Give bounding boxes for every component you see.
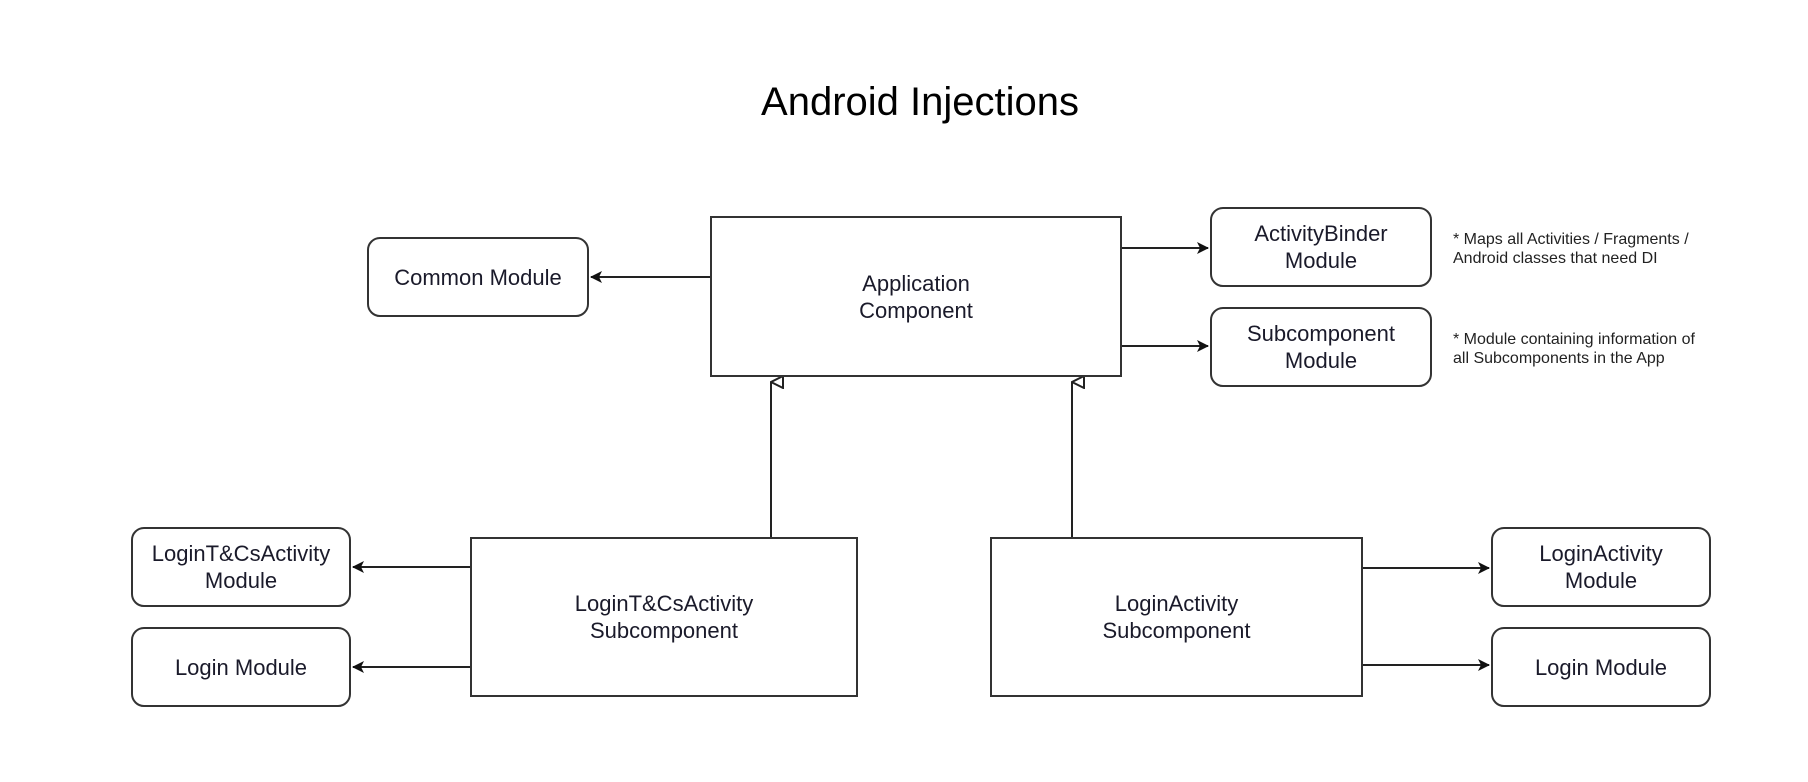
logintcs-subcomponent-label: LoginT&CsActivity Subcomponent	[574, 591, 754, 643]
activitybinder-note: * Maps all Activities / Fragments / Andr…	[1453, 231, 1689, 267]
common-module[interactable]: Common Module	[367, 237, 589, 317]
login-module-right-label: Login Module	[1534, 654, 1668, 680]
activitybinder-module-label: ActivityBinder Module	[1254, 221, 1388, 273]
loginactivity-subcomponent[interactable]: LoginActivity Subcomponent	[990, 537, 1363, 697]
activitybinder-module[interactable]: ActivityBinder Module	[1210, 207, 1432, 287]
logintcs-activity-module[interactable]: LoginT&CsActivity Module	[131, 527, 351, 607]
subcomponent-module-label: Subcomponent Module	[1247, 321, 1395, 373]
common-module-label: Common Module	[394, 264, 562, 290]
login-module-left-label: Login Module	[174, 654, 308, 680]
login-module-right[interactable]: Login Module	[1491, 627, 1711, 707]
logintcs-activity-module-label: LoginT&CsActivity Module	[151, 541, 331, 593]
subcomponent-note: * Module containing information of all S…	[1453, 331, 1695, 367]
loginactivity-module-label: LoginActivity Module	[1539, 541, 1663, 593]
loginactivity-module[interactable]: LoginActivity Module	[1491, 527, 1711, 607]
application-component[interactable]: Application Component	[710, 216, 1122, 377]
diagram-title: Android Injections	[761, 80, 1079, 124]
subcomponent-module[interactable]: Subcomponent Module	[1210, 307, 1432, 387]
application-component-label: Application Component	[859, 270, 973, 323]
login-module-left[interactable]: Login Module	[131, 627, 351, 707]
loginactivity-subcomponent-label: LoginActivity Subcomponent	[1102, 591, 1251, 643]
logintcs-subcomponent[interactable]: LoginT&CsActivity Subcomponent	[470, 537, 858, 697]
